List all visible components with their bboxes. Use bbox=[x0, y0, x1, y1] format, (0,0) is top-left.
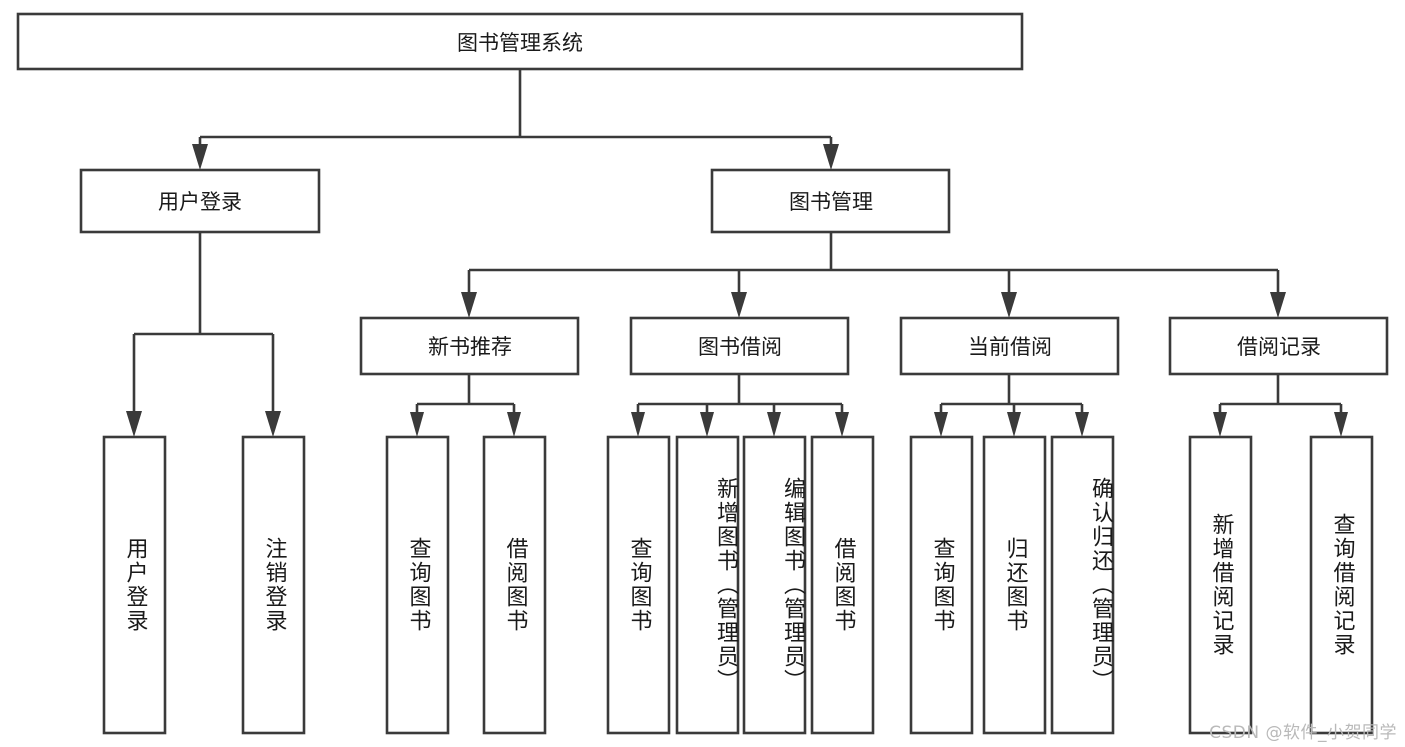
watermark-text: CSDN @软件_小贺同学 bbox=[1209, 723, 1397, 743]
arrow-head-leaf-book-borrow-1 bbox=[700, 412, 714, 437]
leaf-box-user-login-1[interactable] bbox=[241, 435, 306, 735]
leaf-box-current-borrow-1[interactable] bbox=[982, 435, 1047, 735]
arrow-head-book-borrow bbox=[731, 292, 747, 318]
arrow-head-current-borrow bbox=[1001, 292, 1017, 318]
arrow-head-leaf-borrow-record-0 bbox=[1213, 412, 1227, 437]
node-label-user-login: 用户登录 bbox=[158, 190, 242, 214]
arrow-head-leaf-new-book-0 bbox=[410, 412, 424, 437]
arrow-head-leaf-book-borrow-3 bbox=[835, 412, 849, 437]
node-box-user-login[interactable] bbox=[79, 168, 321, 234]
leaf-box-new-book-0[interactable] bbox=[385, 435, 450, 735]
node-label-book-manage: 图书管理 bbox=[789, 190, 873, 214]
leaf-box-user-login-0[interactable] bbox=[102, 435, 167, 735]
node-box-book-borrow[interactable] bbox=[629, 316, 850, 376]
node-label-root: 图书管理系统 bbox=[457, 31, 583, 55]
arrow-head-leaf-current-borrow-1 bbox=[1007, 412, 1021, 437]
arrow-head-leaf-current-borrow-0 bbox=[934, 412, 948, 437]
leaf-box-borrow-record-0[interactable] bbox=[1188, 435, 1253, 735]
leaf-box-new-book-1[interactable] bbox=[482, 435, 547, 735]
arrow-head-book-manage bbox=[823, 144, 839, 170]
arrow-head-leaf-borrow-record-1 bbox=[1334, 412, 1348, 437]
node-box-borrow-record[interactable] bbox=[1168, 316, 1389, 376]
arrow-head-new-book bbox=[461, 292, 477, 318]
node-box-root[interactable] bbox=[16, 12, 1024, 71]
leaf-box-book-borrow-3[interactable] bbox=[810, 435, 875, 735]
leaf-box-book-borrow-1[interactable] bbox=[675, 435, 740, 735]
arrow-head-leaf-book-borrow-2 bbox=[767, 412, 781, 437]
arrow-head-borrow-record bbox=[1270, 292, 1286, 318]
leaf-box-current-borrow-0[interactable] bbox=[909, 435, 974, 735]
arrow-head-leaf-new-book-1 bbox=[507, 412, 521, 437]
arrow-head-user-login bbox=[192, 144, 208, 170]
arrow-head-leaf-current-borrow-2 bbox=[1075, 412, 1089, 437]
arrow-head-leaf-user-login-1 bbox=[265, 411, 281, 437]
arrow-head-leaf-user-login-0 bbox=[126, 411, 142, 437]
leaf-box-current-borrow-2[interactable] bbox=[1050, 435, 1115, 735]
leaf-box-book-borrow-2[interactable] bbox=[742, 435, 807, 735]
leaf-box-borrow-record-1[interactable] bbox=[1309, 435, 1374, 735]
node-label-book-borrow: 图书借阅 bbox=[698, 335, 782, 359]
node-label-new-book-recommend: 新书推荐 bbox=[428, 335, 512, 359]
connectors-layer bbox=[126, 69, 1348, 437]
node-box-new-book-recommend[interactable] bbox=[359, 316, 580, 376]
nodes-layer: 图书管理系统 用户登录 图书管理 新书推荐 图书借阅 当前借阅 借阅记录 bbox=[16, 12, 1389, 735]
node-label-borrow-record: 借阅记录 bbox=[1237, 335, 1321, 359]
node-label-current-borrow: 当前借阅 bbox=[968, 335, 1052, 359]
leaf-box-book-borrow-0[interactable] bbox=[606, 435, 671, 735]
arrow-head-leaf-book-borrow-0 bbox=[631, 412, 645, 437]
node-box-current-borrow[interactable] bbox=[899, 316, 1120, 376]
node-box-book-manage[interactable] bbox=[710, 168, 951, 234]
